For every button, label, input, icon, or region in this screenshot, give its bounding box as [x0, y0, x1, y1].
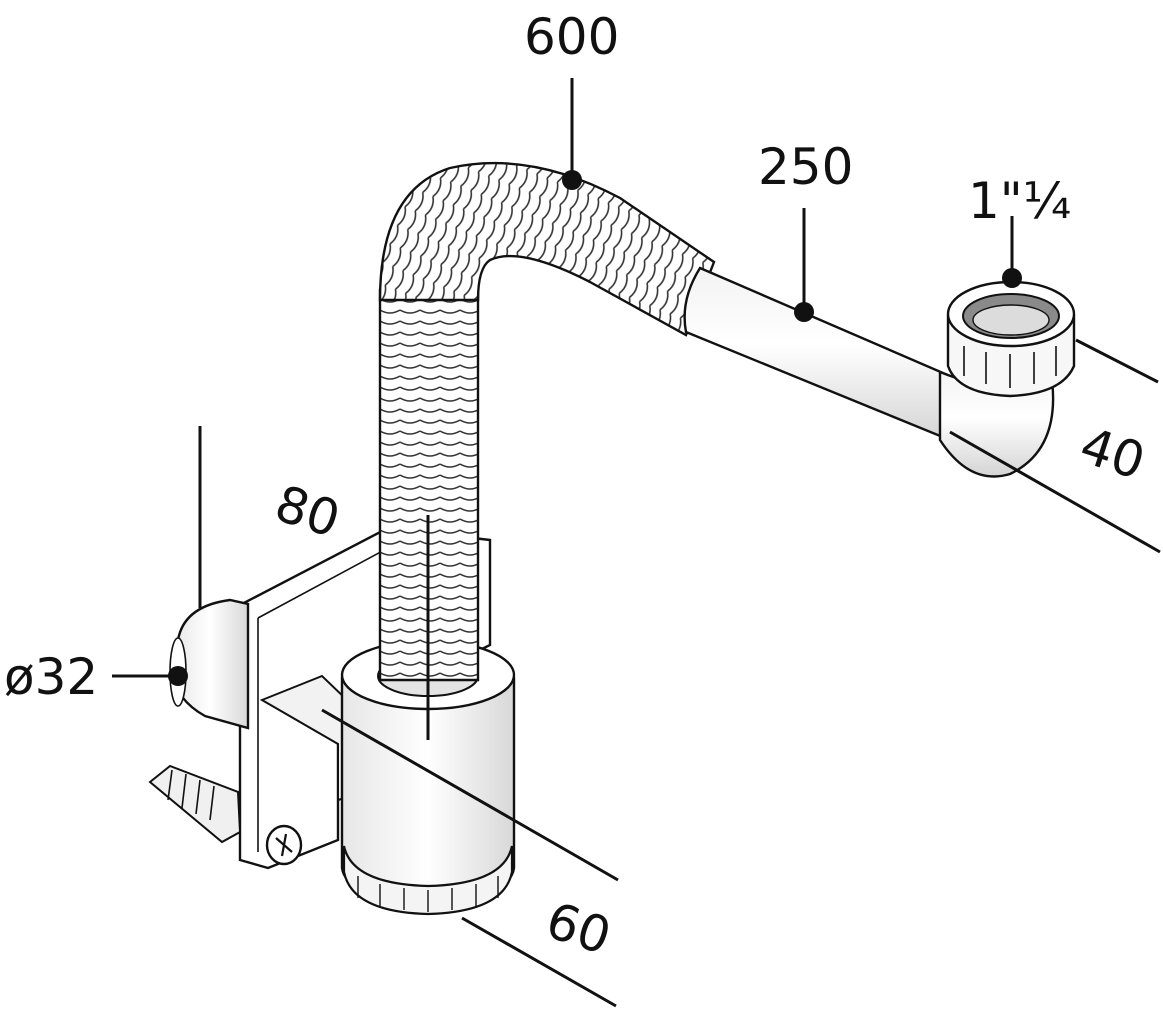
inlet-stub: [169, 598, 250, 730]
ext-60-bottom: [461, 916, 617, 1008]
dot-32: [168, 666, 188, 686]
trap-cup: [340, 639, 516, 916]
dimension-hose-length: 600: [524, 8, 620, 66]
smooth-pipe: [683, 266, 952, 442]
wall-plug: [148, 764, 242, 844]
dot-114: [1002, 268, 1022, 288]
ext-40: [1075, 338, 1159, 384]
threaded-nut: [946, 280, 1076, 398]
dimension-lines: [112, 78, 1161, 1008]
ext-40b: [949, 430, 1161, 554]
dimension-nut-thread: 1"¼: [968, 172, 1072, 230]
screw-icon: [265, 824, 303, 866]
dimension-inlet-diameter: ø32: [4, 648, 99, 706]
leader-dots: [168, 170, 1022, 686]
dot-250: [794, 302, 814, 322]
corrugated-hose-bend: [378, 161, 716, 337]
ext-60-top: [321, 708, 619, 882]
dot-600: [562, 170, 582, 190]
dimension-pipe-length: 250: [758, 138, 854, 196]
